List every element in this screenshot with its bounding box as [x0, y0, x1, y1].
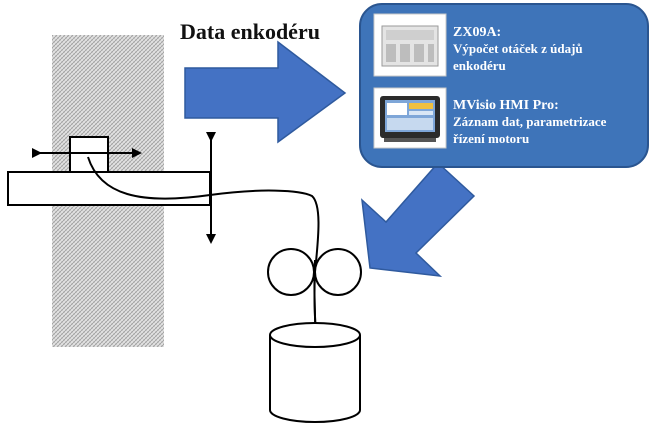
- spool-left: [267, 248, 315, 296]
- device1-name: ZX09A:: [453, 25, 501, 40]
- device2-name: MVisio HMI Pro:: [453, 98, 559, 113]
- device2-desc-line2: řízení motoru: [453, 131, 529, 146]
- hmi-device-image: [373, 87, 447, 149]
- device2-desc-line1: Záznam dat, parametrizace: [453, 114, 607, 129]
- device1-desc-line2: enkodéru: [453, 58, 506, 73]
- device1-desc-line1: Výpočet otáček z údajů: [453, 41, 583, 56]
- container-cylinder: [269, 335, 361, 423]
- beam: [7, 171, 211, 206]
- diagram-heading: Data enkodéru: [180, 19, 320, 44]
- data-arrow-down-left: [361, 161, 476, 277]
- container-top: [269, 322, 361, 348]
- data-arrow-right: [184, 40, 347, 144]
- spool-right: [314, 248, 362, 296]
- encoder-sensor-box: [69, 136, 109, 173]
- zx09a-device-image: [373, 13, 447, 77]
